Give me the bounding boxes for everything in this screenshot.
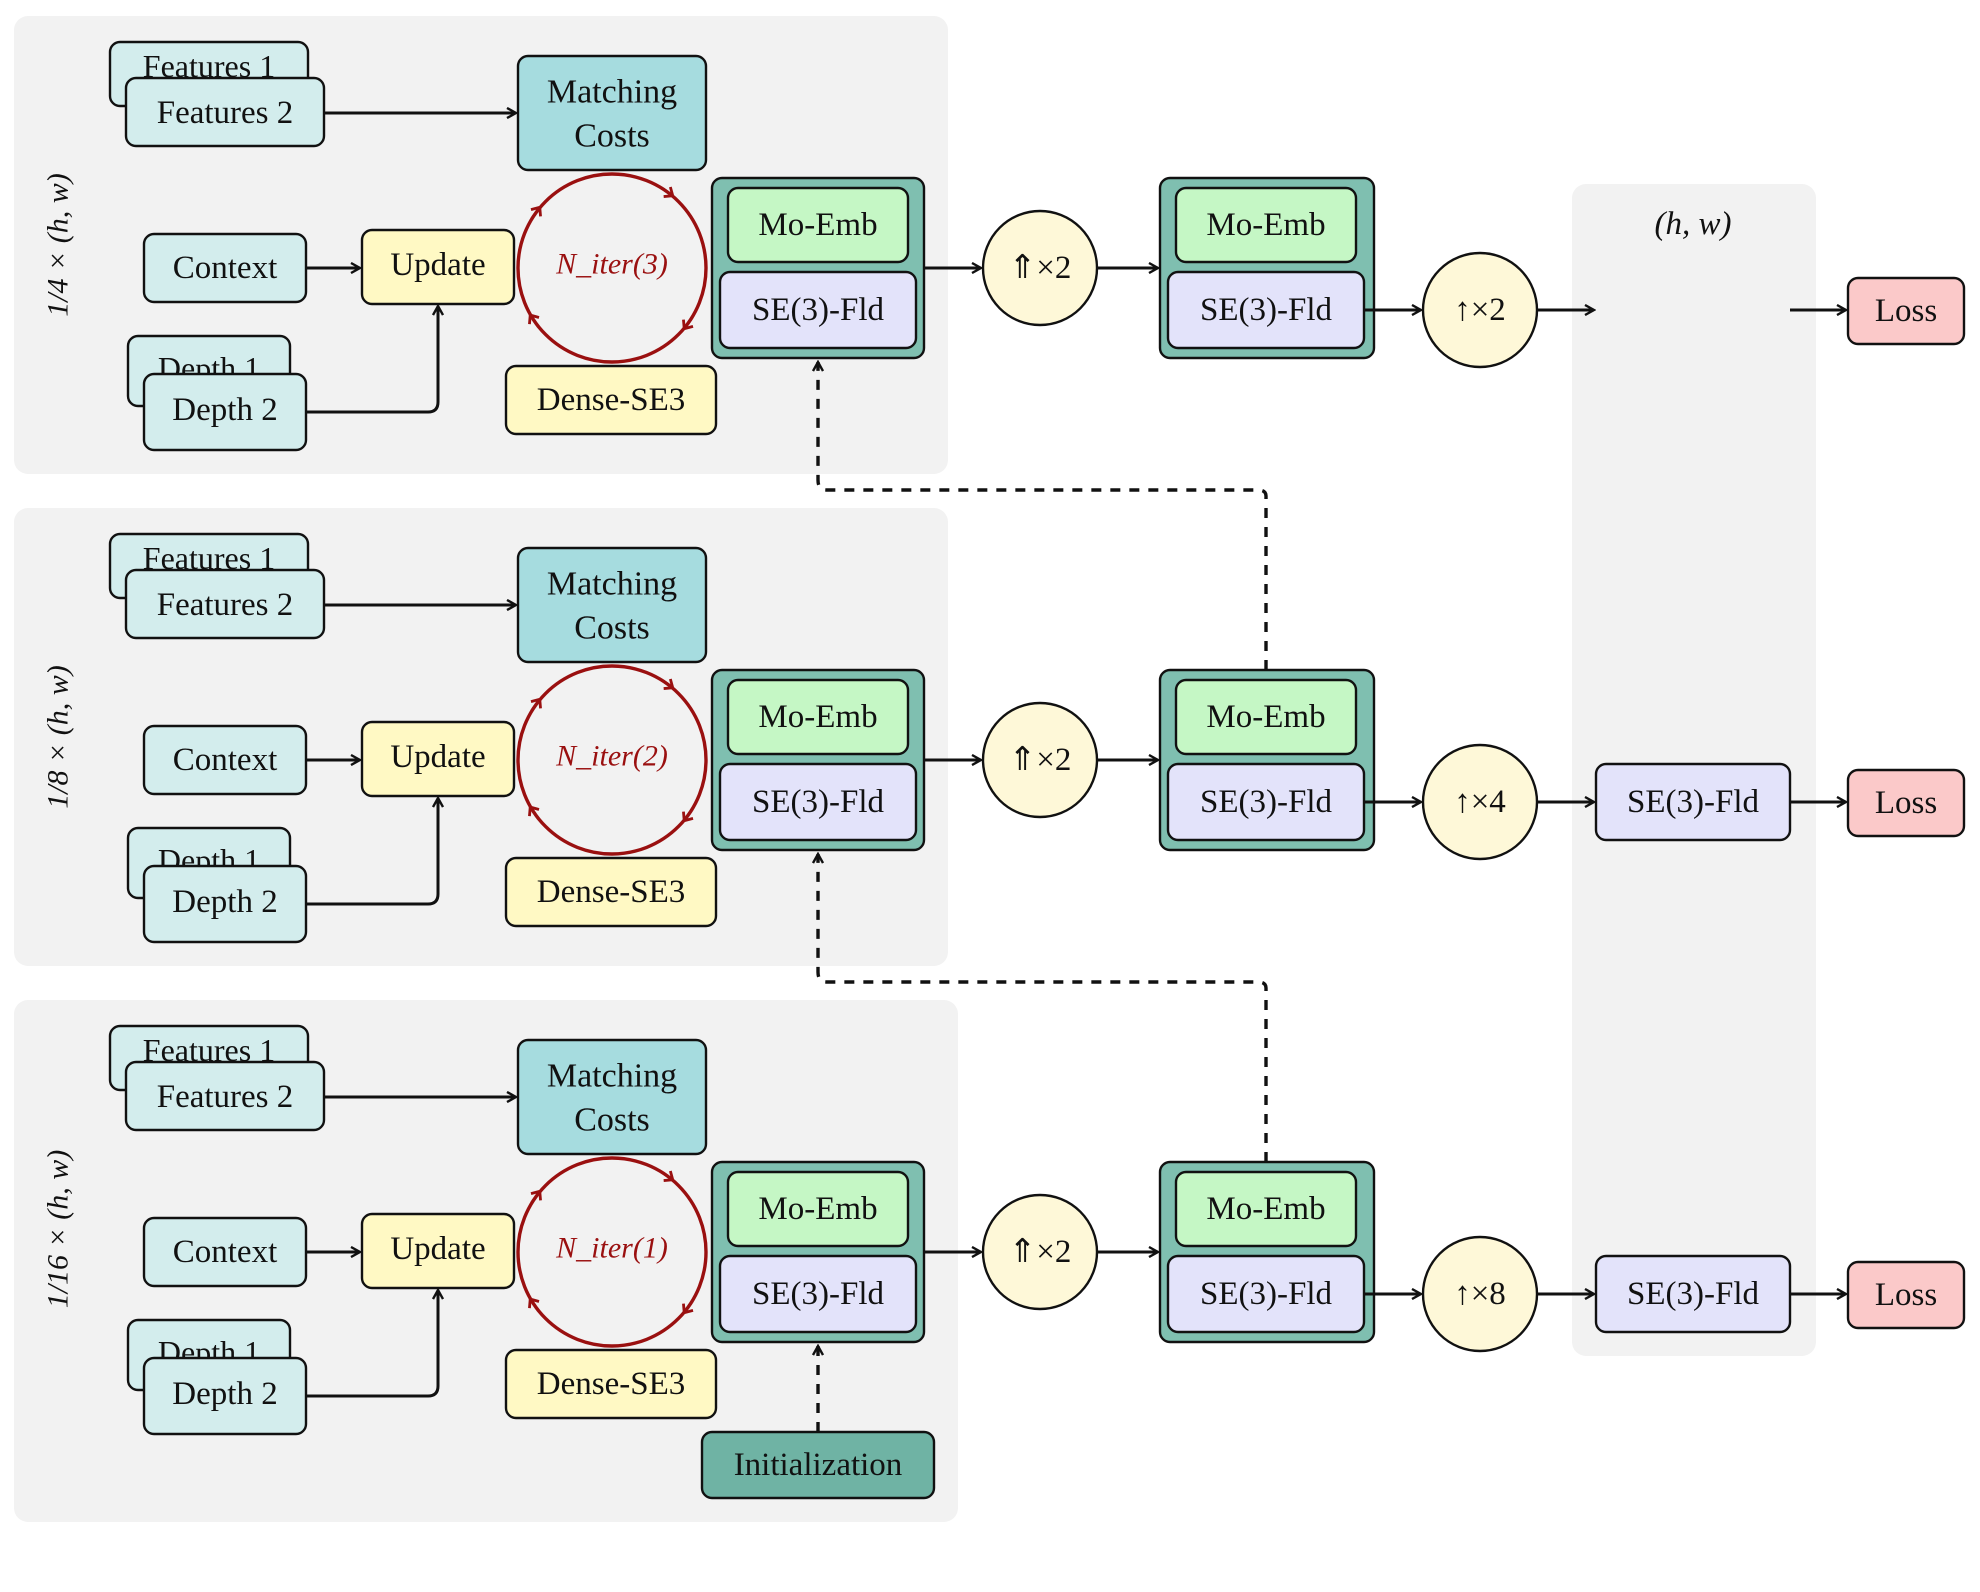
depth-to-update-arrow [306, 306, 438, 414]
feature-upsample-label: ⇑×2 [1009, 1234, 1072, 1270]
scale-label: 1/8 × (h, w) [42, 665, 75, 809]
mo-emb-label: Mo-Emb [758, 207, 877, 243]
matching-costs-box [516, 546, 708, 664]
mo-emb-label: Mo-Emb [1206, 699, 1325, 735]
dense-se3-label: Dense-SE3 [537, 1366, 685, 1402]
iteration-label: N_iter(1) [555, 1232, 668, 1265]
loss-label: Loss [1875, 293, 1937, 329]
feature-upsample-label: ⇑×2 [1009, 250, 1072, 286]
se3-fld-label: SE(3)-Fld [752, 292, 885, 328]
level-3-to-level-2-dashed-arrow [818, 854, 1268, 1162]
matching-costs-box [516, 1038, 708, 1156]
iteration-arrow [682, 808, 694, 823]
mo-emb-box [1174, 1170, 1358, 1248]
initialization-label: Initialization [734, 1447, 903, 1483]
mo-emb-label: Mo-Emb [758, 699, 877, 735]
depth-to-update-arrow [306, 1290, 438, 1398]
level-2-to-level-1-dashed-arrow [818, 362, 1268, 670]
mo-emb-box [1174, 186, 1358, 264]
iteration-arrow [528, 1297, 540, 1312]
features-2-label: Features 2 [157, 95, 294, 131]
mo-emb-box [726, 1170, 910, 1248]
update-label: Update [390, 1231, 485, 1267]
iteration-label: N_iter(3) [555, 248, 668, 281]
initialization-box [700, 1430, 936, 1500]
iteration-arrow [682, 1300, 694, 1315]
features-2-label: Features 2 [157, 587, 294, 623]
depth-2-label: Depth 2 [172, 1376, 277, 1412]
depth-2-label: Depth 2 [172, 392, 277, 428]
depth-to-update-arrow [306, 798, 438, 906]
iteration-loop [516, 172, 708, 364]
iteration-label: N_iter(2) [555, 740, 668, 773]
se3-fld-box [718, 1254, 918, 1334]
context-label: Context [173, 250, 278, 286]
update-label: Update [390, 247, 485, 283]
output-se3-fld-label: SE(3)-Fld [1627, 784, 1760, 820]
full-resolution-label: (h, w) [1655, 206, 1732, 242]
mo-emb-label: Mo-Emb [1206, 207, 1325, 243]
update-label: Update [390, 739, 485, 775]
dense-se3-box [504, 364, 718, 436]
se3-fld-label: SE(3)-Fld [1200, 784, 1333, 820]
iteration-arrow [530, 205, 542, 220]
loss-label: Loss [1875, 1277, 1937, 1313]
dense-se3-label: Dense-SE3 [537, 382, 685, 418]
iteration-arrow [530, 1189, 542, 1204]
iteration-arrow [530, 697, 542, 712]
loss-box [1846, 1260, 1966, 1330]
dense-se3-label: Dense-SE3 [537, 874, 685, 910]
loss-box [1846, 276, 1966, 346]
se3-fld-label: SE(3)-Fld [1200, 292, 1333, 328]
se3-fld-label: SE(3)-Fld [752, 784, 885, 820]
iteration-arrow [528, 313, 540, 328]
iteration-arrow [528, 805, 540, 820]
mo-emb-box [726, 186, 910, 264]
iteration-arrow [660, 678, 675, 690]
iteration-arrow [682, 316, 694, 331]
se3-fld-label: SE(3)-Fld [752, 1276, 885, 1312]
se3-fld-label: SE(3)-Fld [1200, 1276, 1333, 1312]
matching-costs-box [516, 54, 708, 172]
loss-label: Loss [1875, 785, 1937, 821]
scale-label: 1/16 × (h, w) [42, 1150, 75, 1309]
dense-se3-box [504, 1348, 718, 1420]
features-2-label: Features 2 [157, 1079, 294, 1115]
flow-upsample-label: ↑×2 [1454, 292, 1506, 328]
iteration-loop [516, 1156, 708, 1348]
se3-fld-box [718, 270, 918, 350]
iteration-arrow [660, 1170, 675, 1182]
depth-2-label: Depth 2 [172, 884, 277, 920]
context-label: Context [173, 742, 278, 778]
flow-upsample-label: ↑×4 [1454, 784, 1506, 820]
matching-costs-label: Costs [574, 118, 650, 155]
scale-label: 1/4 × (h, w) [42, 173, 75, 317]
matching-costs-label: Costs [574, 1102, 650, 1139]
se3-fld-box [718, 762, 918, 842]
flow-upsample-label: ↑×8 [1454, 1276, 1506, 1312]
matching-costs-label: Matching [547, 1058, 677, 1095]
mo-emb-label: Mo-Emb [1206, 1191, 1325, 1227]
dense-se3-box [504, 856, 718, 928]
loss-box [1846, 768, 1966, 838]
mo-emb-box [1174, 678, 1358, 756]
output-se3-fld-label: SE(3)-Fld [1627, 1276, 1760, 1312]
matching-costs-label: Costs [574, 610, 650, 647]
mo-emb-label: Mo-Emb [758, 1191, 877, 1227]
feature-upsample-label: ⇑×2 [1009, 742, 1072, 778]
matching-costs-label: Matching [547, 74, 677, 111]
iteration-arrow [660, 186, 675, 198]
context-label: Context [173, 1234, 278, 1270]
iteration-loop [516, 664, 708, 856]
matching-costs-label: Matching [547, 566, 677, 603]
mo-emb-box [726, 678, 910, 756]
